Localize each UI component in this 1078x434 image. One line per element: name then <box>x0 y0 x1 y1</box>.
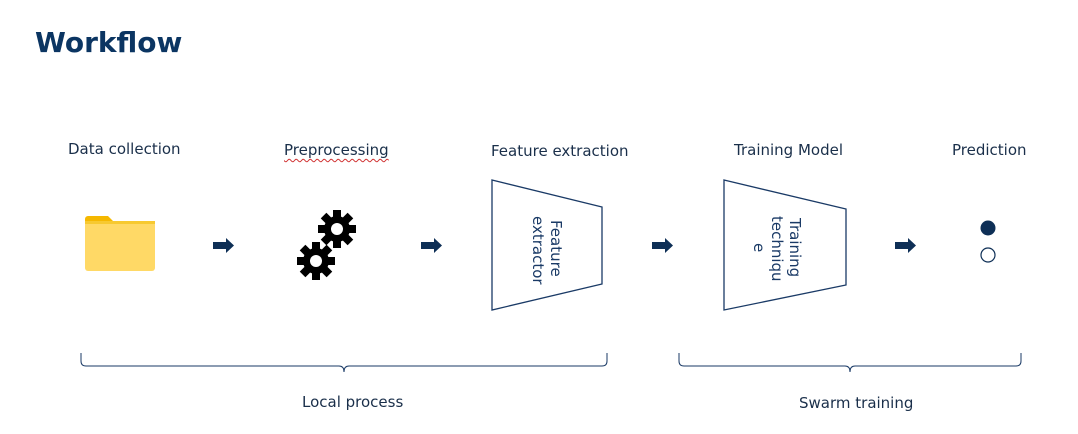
training-technique-line: techniqu <box>768 216 786 282</box>
folder-icon <box>85 216 155 271</box>
page-title: Workflow <box>35 26 183 59</box>
step-label-preprocessing: Preprocessing <box>284 141 389 159</box>
arrow-icon <box>895 238 916 253</box>
prediction-circles-icon <box>980 220 996 263</box>
arrow-icon <box>421 238 442 253</box>
training-technique-line: e <box>750 243 768 253</box>
step-label-data-collection: Data collection <box>68 140 181 158</box>
feature-extractor-box <box>491 179 603 311</box>
group-label-local-process: Local process <box>302 393 404 411</box>
training-technique-line: Training <box>786 218 804 278</box>
arrow-icon <box>652 238 673 253</box>
step-label-training-model: Training Model <box>734 141 843 159</box>
group-label-swarm-training: Swarm training <box>799 394 914 412</box>
step-label-feature-extraction: Feature extraction <box>491 142 629 160</box>
step-label-prediction: Prediction <box>952 141 1027 159</box>
training-technique-box <box>723 179 847 311</box>
local-process-brace <box>80 353 608 373</box>
gears-icon <box>297 210 356 280</box>
feature-extractor-text: Feature extractor <box>529 216 565 285</box>
arrow-icon <box>213 238 234 253</box>
swarm-training-brace <box>678 353 1022 373</box>
